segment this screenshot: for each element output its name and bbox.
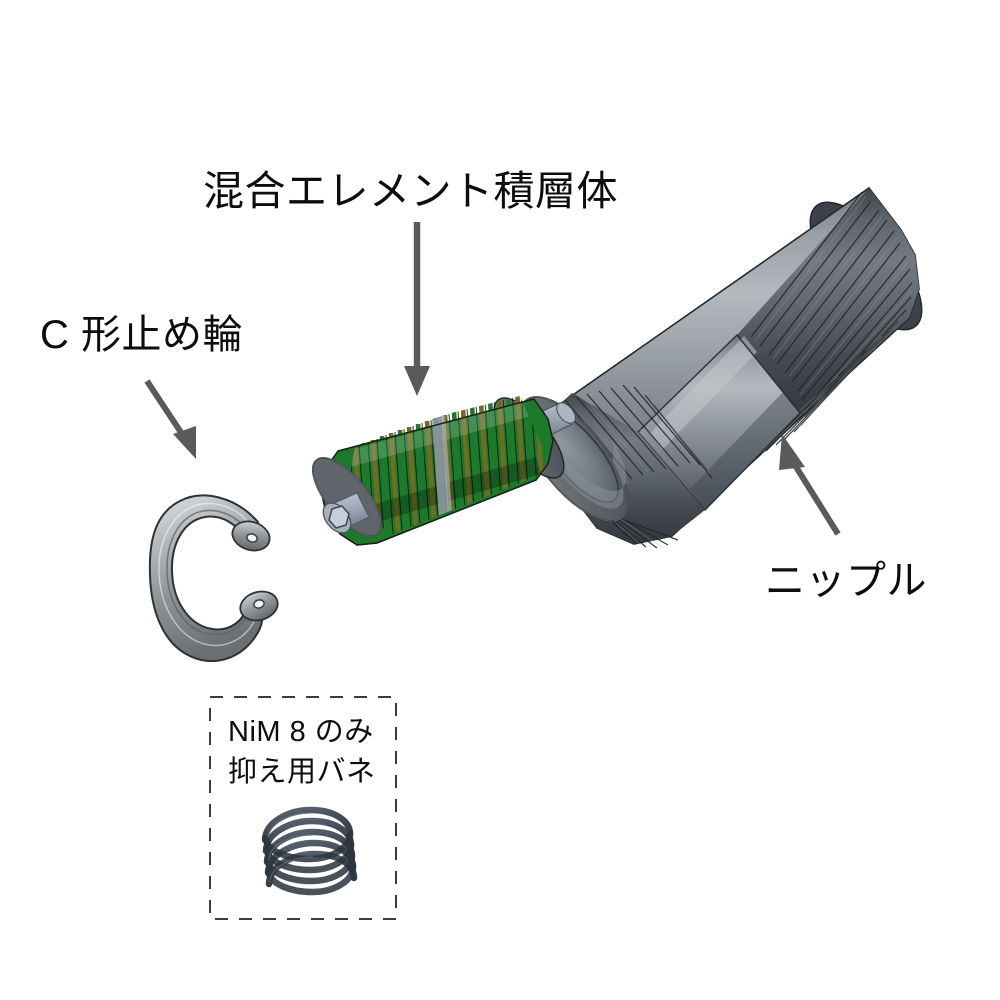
nipple-smooth-midsection [638,335,800,510]
c-ring-lug-hole-lower [253,599,265,609]
hex-socket-recess [328,505,350,529]
nipple-rim-specular [519,396,629,522]
arrow-to-element-stack [404,222,430,396]
nipple-bore-wall-highlight [543,433,627,509]
spring-callout-box [209,696,397,920]
c-ring-highlight [158,502,257,647]
stack-disc-layers [345,396,545,535]
part-mixing-element-stack [312,396,576,546]
callout-arrows [144,222,841,536]
callout-box-border [209,696,397,920]
label-spring-note-line1: NiM 8 のみ [228,716,374,748]
arrow-to-c-ring [144,379,196,459]
part-retaining-spring [261,806,358,896]
arrow-to-nipple [779,434,841,536]
part-nipple [518,186,923,549]
c-ring-body [148,494,264,663]
label-c-retaining-ring: C 形止め輪 [40,313,243,357]
label-mixing-element-stack: 混合エレメント積層体 [203,168,618,214]
part-c-retaining-ring [148,494,279,663]
label-spring-note-line2: 抑え用バネ [228,755,376,788]
c-ring-lug-hole-upper [246,533,258,543]
c-ring-inner-edge [166,509,251,636]
label-nipple: ニップル [765,559,927,603]
hex-socket-screw-head [322,492,370,534]
